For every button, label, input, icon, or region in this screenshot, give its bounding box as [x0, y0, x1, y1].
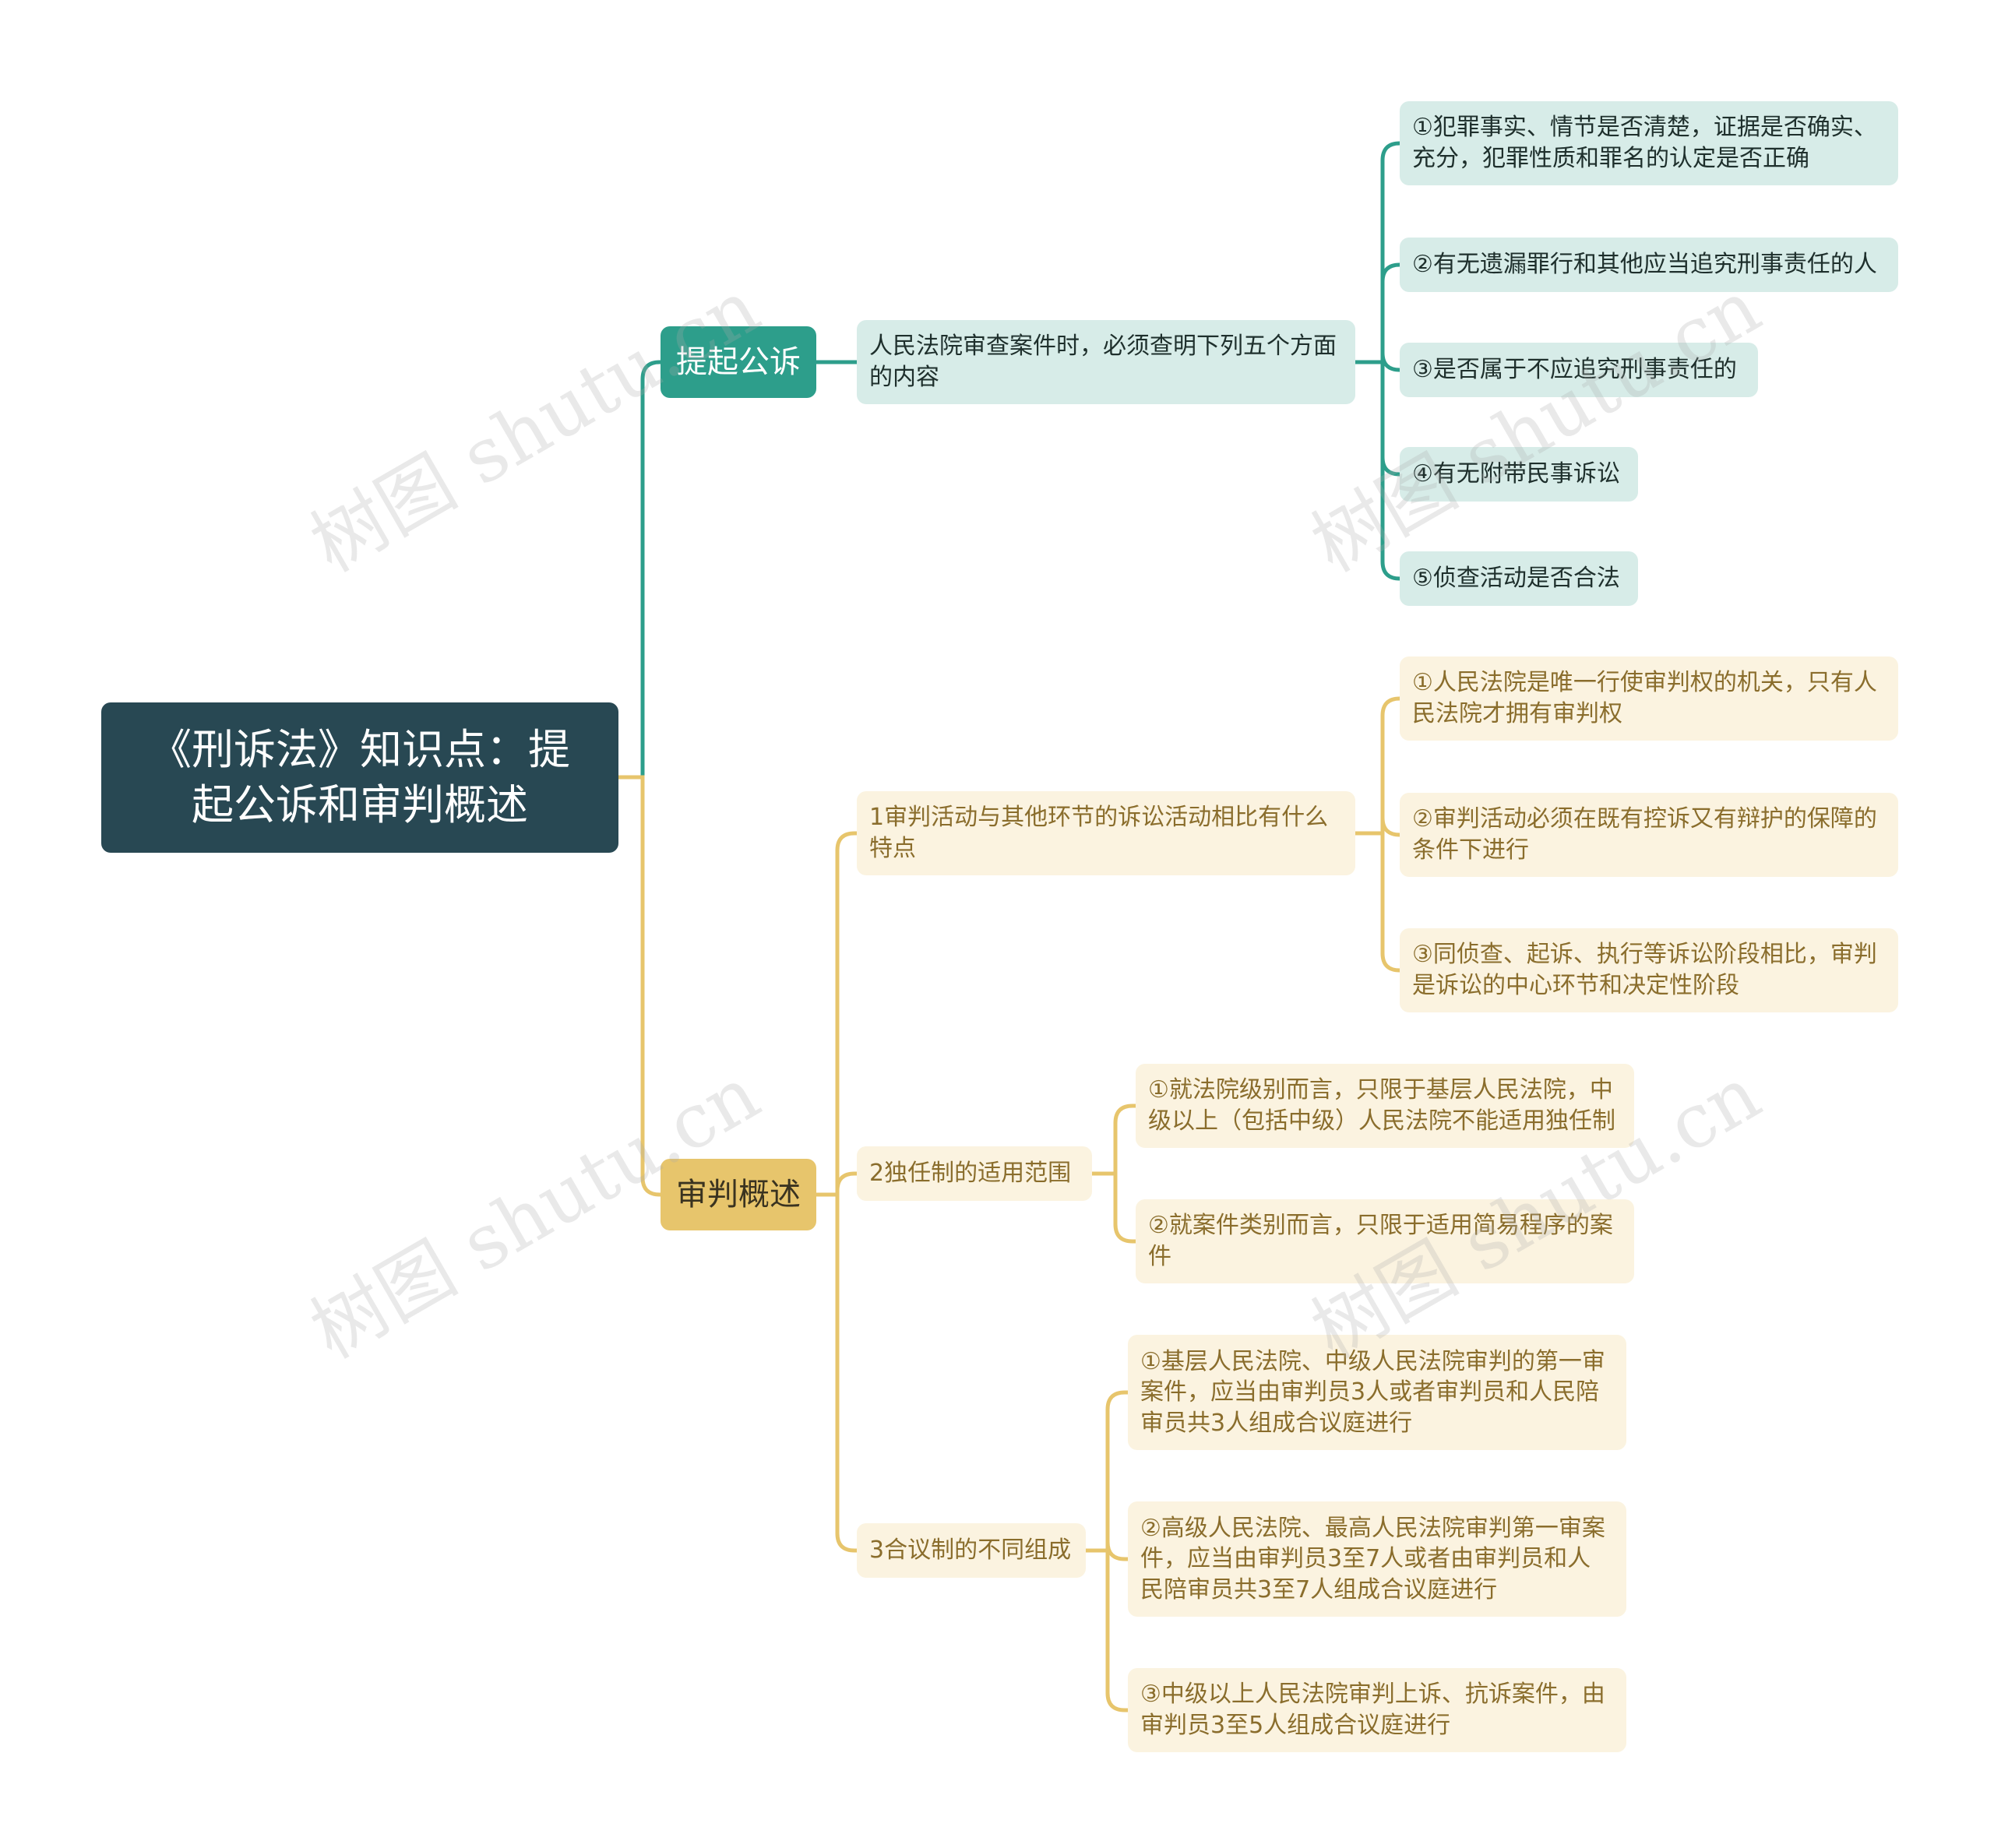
subtopic-label: ②审判活动必须在既有控诉又有辩护的保障的条件下进行 [1412, 805, 1877, 864]
connector-line [616, 360, 663, 780]
subtopic-label: ③中级以上人民法院审判上诉、抗诉案件，由审判员3至5人组成合议庭进行 [1140, 1681, 1605, 1739]
connector-line [1083, 1548, 1130, 1712]
subtopic-item[interactable]: ③是否属于不应追究刑事责任的 [1400, 343, 1758, 397]
connector-line [1353, 817, 1402, 837]
subtopic-label: ③同侦查、起诉、执行等诉讼阶段相比，审判是诉讼的中心环节和决定性阶段 [1412, 941, 1877, 999]
subtopic-item[interactable]: ②就案件类别而言，只限于适用简易程序的案件 [1136, 1199, 1634, 1283]
connector-line [1353, 831, 1402, 973]
connector-line [1353, 262, 1402, 364]
topic-label: 人民法院审查案件时，必须查明下列五个方面的内容 [869, 333, 1337, 391]
connector-line [814, 831, 859, 1197]
connector-line [1353, 696, 1402, 836]
connector-line [1353, 352, 1402, 372]
root-topic-label: 《刑诉法》知识点：提起公诉和审判概述 [150, 725, 570, 829]
subtopic-item[interactable]: ①人民法院是唯一行使审判权的机关，只有人民法院才拥有审判权 [1400, 656, 1898, 741]
connector-line [1090, 1104, 1138, 1176]
connector-line [1353, 141, 1402, 364]
subtopic-item[interactable]: ②有无遗漏罪行和其他应当追究刑事责任的人 [1400, 238, 1898, 292]
subtopic-item[interactable]: ④有无附带民事诉讼 [1400, 447, 1638, 502]
connector-line [1353, 360, 1402, 477]
connector-line [1083, 1390, 1130, 1553]
topic-trial-features[interactable]: 1审判活动与其他环节的诉讼活动相比有什么特点 [857, 791, 1355, 875]
topic-five-aspects[interactable]: 人民法院审查案件时，必须查明下列五个方面的内容 [857, 320, 1355, 404]
branch-prosecution[interactable]: 提起公诉 [661, 326, 816, 398]
root-topic[interactable]: 《刑诉法》知识点：提起公诉和审判概述 [101, 702, 618, 853]
subtopic-item[interactable]: ⑤侦查活动是否合法 [1400, 551, 1638, 606]
branch-label: 提起公诉 [676, 343, 801, 380]
subtopic-item[interactable]: ③同侦查、起诉、执行等诉讼阶段相比，审判是诉讼的中心环节和决定性阶段 [1400, 928, 1898, 1012]
subtopic-label: ②有无遗漏罪行和其他应当追究刑事责任的人 [1412, 251, 1877, 279]
subtopic-item[interactable]: ②审判活动必须在既有控诉又有辩护的保障的条件下进行 [1400, 793, 1898, 877]
topic-label: 2独任制的适用范围 [869, 1160, 1072, 1188]
branch-label: 审判概述 [676, 1176, 801, 1213]
subtopic-label: ①犯罪事实、情节是否清楚，证据是否确实、充分，犯罪性质和罪名的认定是否正确 [1412, 114, 1877, 172]
subtopic-label: ④有无附带民事诉讼 [1412, 460, 1620, 488]
connector-line [1083, 1541, 1130, 1561]
subtopic-label: ①基层人民法院、中级人民法院审判的第一审案件，应当由审判员3人或者审判员和人民陪… [1140, 1347, 1605, 1437]
subtopic-item[interactable]: ①就法院级别而言，只限于基层人民法院，中级以上（包括中级）人民法院不能适用独任制 [1136, 1064, 1634, 1148]
topic-collegial-panel[interactable]: 3合议制的不同组成 [857, 1523, 1086, 1578]
topic-label: 1审判活动与其他环节的诉讼活动相比有什么特点 [869, 804, 1329, 862]
connector-line [814, 1192, 859, 1553]
connector-line [814, 1171, 859, 1197]
subtopic-label: ⑤侦查活动是否合法 [1412, 565, 1620, 593]
subtopic-label: ①就法院级别而言，只限于基层人民法院，中级以上（包括中级）人民法院不能适用独任制 [1148, 1076, 1615, 1135]
topic-sole-judge-scope[interactable]: 2独任制的适用范围 [857, 1146, 1092, 1201]
subtopic-label: ②高级人民法院、最高人民法院审判第一审案件，应当由审判员3至7人或者由审判员和人… [1140, 1514, 1605, 1603]
subtopic-item[interactable]: ①犯罪事实、情节是否清楚，证据是否确实、充分，犯罪性质和罪名的认定是否正确 [1400, 101, 1898, 185]
subtopic-item[interactable]: ②高级人民法院、最高人民法院审判第一审案件，应当由审判员3至7人或者由审判员和人… [1128, 1501, 1626, 1617]
connector-line [1090, 1171, 1138, 1244]
subtopic-label: ③是否属于不应追究刑事责任的 [1412, 356, 1737, 384]
connector-line [616, 775, 663, 1197]
connector-line [1353, 360, 1402, 581]
subtopic-item[interactable]: ③中级以上人民法院审判上诉、抗诉案件，由审判员3至5人组成合议庭进行 [1128, 1668, 1626, 1752]
subtopic-item[interactable]: ①基层人民法院、中级人民法院审判的第一审案件，应当由审判员3人或者审判员和人民陪… [1128, 1335, 1626, 1450]
subtopic-label: ②就案件类别而言，只限于适用简易程序的案件 [1148, 1212, 1613, 1270]
branch-trial-overview[interactable]: 审判概述 [661, 1159, 816, 1230]
topic-label: 3合议制的不同组成 [869, 1536, 1072, 1565]
subtopic-label: ①人民法院是唯一行使审判权的机关，只有人民法院才拥有审判权 [1412, 669, 1877, 727]
